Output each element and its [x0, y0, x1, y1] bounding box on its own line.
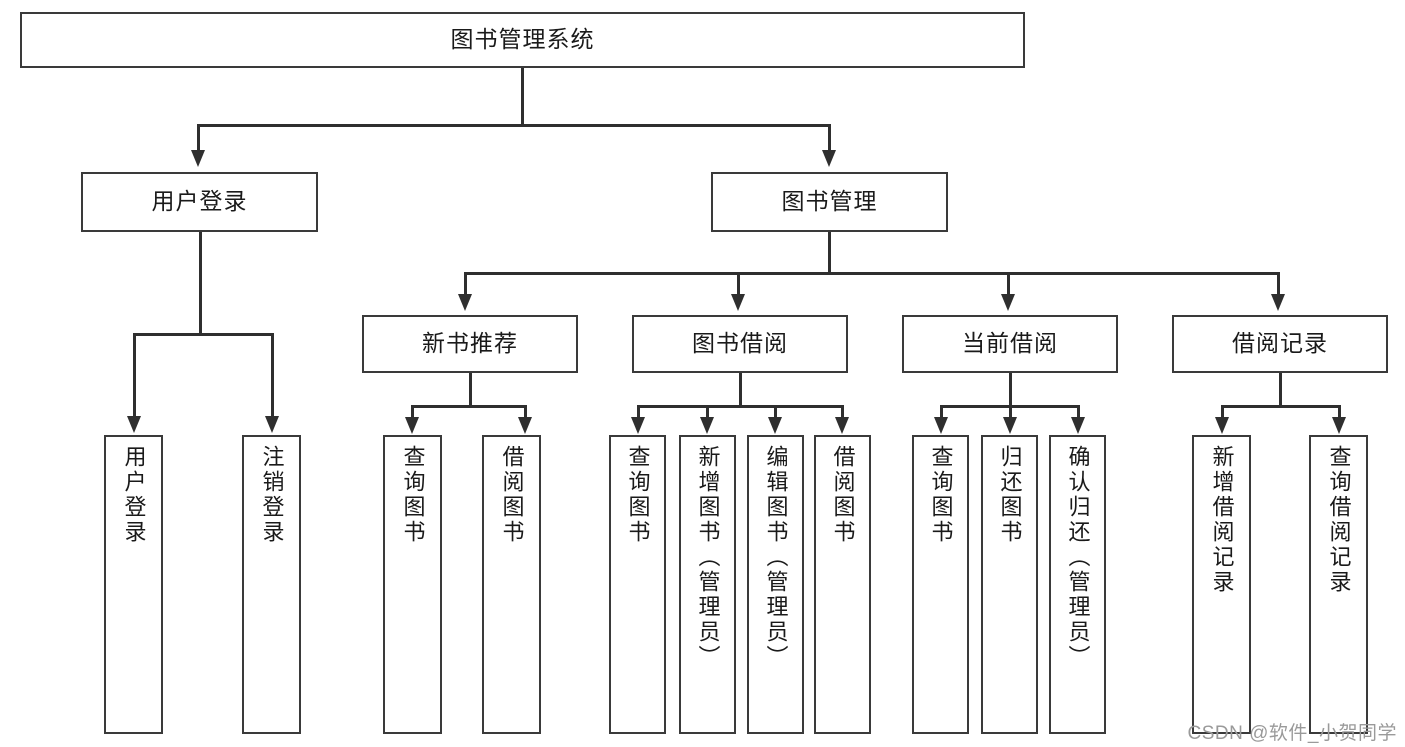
node-label: 新增图书（管理员）: [695, 445, 721, 670]
arrowhead-new-book-rec: [458, 294, 472, 311]
edge-new-book-bus: [411, 405, 527, 408]
leaf-borrow-book-recommend[interactable]: 借阅图书: [482, 435, 541, 734]
arrowhead-book-manage: [822, 150, 836, 167]
node-label: 图书借阅: [692, 330, 788, 357]
arrowhead-leaf-add-record: [1215, 417, 1229, 434]
edge-current-borrow-drop-1: [940, 405, 943, 419]
leaf-add-borrow-record[interactable]: 新增借阅记录: [1192, 435, 1251, 734]
arrowhead-user-login: [191, 150, 205, 167]
node-label: 用户登录: [121, 445, 147, 545]
node-label: 确认归还（管理员）: [1065, 445, 1091, 670]
edge-book-borrow-drop-1: [637, 405, 640, 419]
edge-borrow-record-bus: [1221, 405, 1341, 408]
node-root-system[interactable]: 图书管理系统: [20, 12, 1025, 68]
edge-new-book-stem: [469, 373, 472, 407]
arrowhead-leaf-query-book-3: [934, 417, 948, 434]
node-book-borrow[interactable]: 图书借阅: [632, 315, 848, 373]
watermark-text: CSDN @软件_小贺同学: [1187, 723, 1397, 744]
edge-book-borrow-stem: [739, 373, 742, 407]
edge-book-manage-drop-1: [464, 272, 467, 296]
node-label: 编辑图书（管理员）: [763, 445, 789, 670]
edge-root-stem: [521, 68, 524, 126]
arrowhead-leaf-user-login: [127, 416, 141, 433]
edge-root-bus: [197, 124, 831, 127]
arrowhead-book-borrow: [731, 294, 745, 311]
arrowhead-leaf-edit-book: [768, 417, 782, 434]
edge-book-manage-bus: [464, 272, 1280, 275]
edge-user-login-stem: [199, 232, 202, 333]
edge-book-manage-stem: [828, 232, 831, 274]
arrowhead-leaf-query-book-2: [631, 417, 645, 434]
edge-book-manage-drop-2: [737, 272, 740, 296]
edge-book-borrow-drop-3: [774, 405, 777, 419]
edge-borrow-record-drop-2: [1338, 405, 1341, 419]
node-label: 当前借阅: [962, 330, 1058, 357]
arrowhead-leaf-borrow-book-2: [835, 417, 849, 434]
node-label: 新增借阅记录: [1209, 445, 1235, 595]
edge-book-manage-drop-3: [1007, 272, 1010, 296]
leaf-query-book-borrow[interactable]: 查询图书: [609, 435, 666, 734]
edge-book-borrow-drop-2: [706, 405, 709, 419]
arrowhead-current-borrow: [1001, 294, 1015, 311]
edge-book-borrow-bus: [637, 405, 844, 408]
leaf-query-book-current[interactable]: 查询图书: [912, 435, 969, 734]
node-user-login[interactable]: 用户登录: [81, 172, 318, 232]
node-label: 查询图书: [928, 445, 954, 545]
edge-to-user-login: [197, 124, 200, 152]
leaf-borrow-book[interactable]: 借阅图书: [814, 435, 871, 734]
arrowhead-leaf-borrow-book-1: [518, 417, 532, 434]
arrowhead-borrow-record: [1271, 294, 1285, 311]
edge-to-book-manage: [828, 124, 831, 152]
edge-book-manage-drop-4: [1277, 272, 1280, 296]
edge-user-login-drop-2: [271, 333, 274, 418]
node-label: 归还图书: [997, 445, 1023, 545]
leaf-confirm-return-admin[interactable]: 确认归还（管理员）: [1049, 435, 1106, 734]
arrowhead-leaf-logout: [265, 416, 279, 433]
leaf-query-book-recommend[interactable]: 查询图书: [383, 435, 442, 734]
edge-current-borrow-drop-3: [1077, 405, 1080, 419]
node-new-book-recommend[interactable]: 新书推荐: [362, 315, 578, 373]
edge-borrow-record-drop-1: [1221, 405, 1224, 419]
node-book-management[interactable]: 图书管理: [711, 172, 948, 232]
node-label: 查询图书: [625, 445, 651, 545]
leaf-logout[interactable]: 注销登录: [242, 435, 301, 734]
arrowhead-leaf-confirm-return: [1071, 417, 1085, 434]
leaf-user-login[interactable]: 用户登录: [104, 435, 163, 734]
node-label: 用户登录: [151, 188, 248, 215]
node-label: 借阅记录: [1232, 330, 1328, 357]
node-current-borrow[interactable]: 当前借阅: [902, 315, 1118, 373]
edge-user-login-bus: [133, 333, 273, 336]
arrowhead-leaf-query-record: [1332, 417, 1346, 434]
node-label: 图书管理: [781, 188, 878, 215]
leaf-query-borrow-record[interactable]: 查询借阅记录: [1309, 435, 1368, 734]
leaf-add-book-admin[interactable]: 新增图书（管理员）: [679, 435, 736, 734]
node-label: 借阅图书: [499, 445, 525, 545]
arrowhead-leaf-add-book: [700, 417, 714, 434]
edge-current-borrow-stem: [1009, 373, 1012, 407]
edge-borrow-record-stem: [1279, 373, 1282, 407]
node-borrow-record[interactable]: 借阅记录: [1172, 315, 1388, 373]
node-label: 注销登录: [259, 445, 285, 545]
node-label: 借阅图书: [830, 445, 856, 545]
node-label: 图书管理系统: [450, 26, 595, 53]
edge-new-book-drop-2: [524, 405, 527, 419]
node-label: 查询借阅记录: [1326, 445, 1352, 595]
node-label: 查询图书: [400, 445, 426, 545]
arrowhead-leaf-query-book-1: [405, 417, 419, 434]
leaf-return-book[interactable]: 归还图书: [981, 435, 1038, 734]
node-label: 新书推荐: [422, 330, 518, 357]
edge-book-borrow-drop-4: [841, 405, 844, 419]
edge-new-book-drop-1: [411, 405, 414, 419]
edge-current-borrow-drop-2: [1009, 405, 1012, 419]
leaf-edit-book-admin[interactable]: 编辑图书（管理员）: [747, 435, 804, 734]
edge-user-login-drop-1: [133, 333, 136, 418]
arrowhead-leaf-return-book: [1003, 417, 1017, 434]
